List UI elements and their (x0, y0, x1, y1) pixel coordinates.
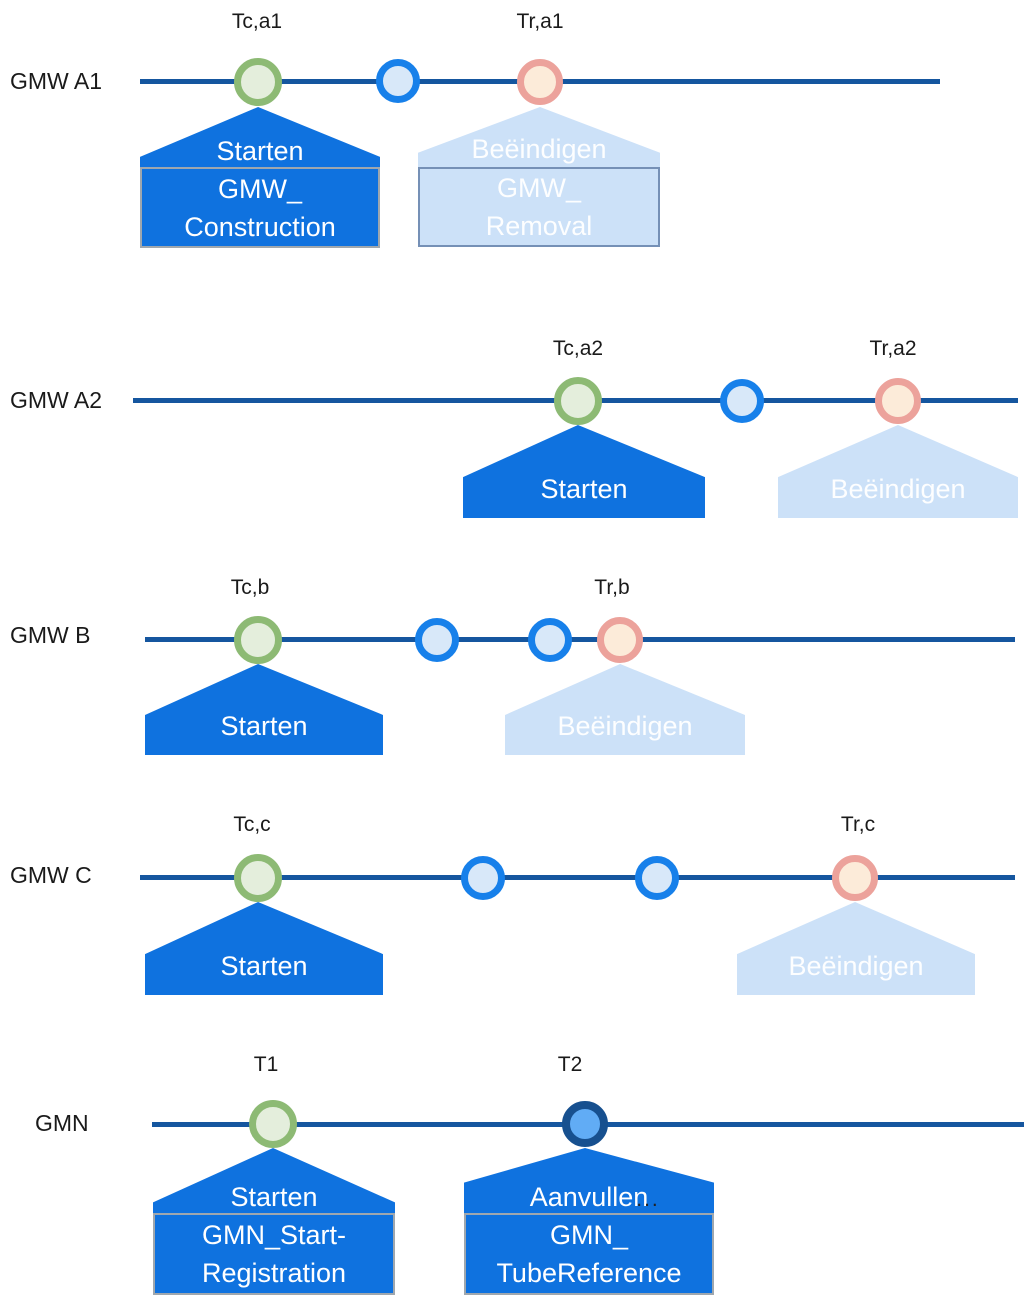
tick-label-tc-a1: Tc,a1 (231, 10, 283, 33)
starten-banner-gmn: Starten (153, 1148, 395, 1216)
ellipsis-label: ... (636, 1188, 660, 1211)
banner-title: Beëindigen (471, 134, 607, 164)
tick-label-tr-b: Tr,b (594, 576, 630, 599)
banner-title: Starten (216, 136, 304, 166)
box-line: GMW_ (497, 173, 581, 203)
construction-event-marker (554, 377, 602, 425)
banner-title: Beëindigen (830, 474, 966, 504)
box-line: TubeReference (496, 1258, 682, 1288)
event-box-gmw-removal: GMW_ Removal (418, 167, 660, 247)
removal-event-marker (597, 617, 643, 663)
beeindigen-banner-gmw-b: Beëindigen (505, 664, 745, 755)
construction-event-marker (234, 854, 282, 902)
box-line: Construction (184, 211, 336, 242)
banner-title: Starten (220, 711, 308, 741)
banner-title: Starten (230, 1182, 318, 1212)
banner-title: Beëindigen (557, 711, 693, 741)
intermediate-event-marker (528, 618, 572, 662)
intermediate-event-marker (415, 618, 459, 662)
tick-label-tr-a2: Tr,a2 (869, 337, 917, 360)
intermediate-event-marker (720, 379, 764, 423)
removal-event-marker (832, 855, 878, 901)
tick-label-t1: T1 (253, 1053, 279, 1076)
event-box-gmn-start-registration: GMN_Start- Registration (153, 1213, 395, 1295)
tick-label-t2: T2 (557, 1053, 583, 1076)
beeindigen-banner-gmw-a2: Beëindigen (778, 425, 1018, 518)
tube-reference-event-marker (562, 1101, 608, 1147)
banner-title: Aanvullen (529, 1182, 649, 1212)
banner-title: Starten (540, 474, 628, 504)
box-line: GMN_Start- (201, 1220, 347, 1250)
beeindigen-banner-gmw-c: Beëindigen (737, 902, 975, 995)
box-line: Removal (485, 211, 593, 241)
row-label-gmw-a1: GMW A1 (10, 68, 103, 94)
construction-event-marker (234, 58, 282, 106)
construction-event-marker (249, 1100, 297, 1148)
starten-banner-gmw-a1: Starten (140, 107, 380, 171)
row-label-gmw-a2: GMW A2 (10, 387, 103, 413)
row-label-gmw-c: GMW C (10, 862, 92, 888)
construction-event-marker (234, 616, 282, 664)
event-box-gmw-construction: GMW_ Construction (140, 167, 380, 248)
tick-label-tr-a1: Tr,a1 (516, 10, 564, 33)
box-line: Registration (201, 1258, 347, 1288)
starten-banner-gmw-a2: Starten (463, 425, 705, 518)
tick-label-tr-c: Tr,c (840, 813, 876, 836)
removal-event-marker (875, 378, 921, 424)
timeline-gmw-c (140, 875, 1015, 880)
tick-label-tc-a2: Tc,a2 (552, 337, 604, 360)
row-label-gmw-b: GMW B (10, 622, 91, 648)
banner-title: Starten (220, 951, 308, 981)
starten-banner-gmw-c: Starten (145, 902, 383, 995)
tick-label-tc-b: Tc,b (230, 576, 270, 599)
intermediate-event-marker (635, 856, 679, 900)
row-label-gmn: GMN (35, 1110, 89, 1136)
banner-title: Beëindigen (788, 951, 924, 981)
removal-event-marker (517, 59, 563, 105)
event-box-gmn-tubereference: GMN_ TubeReference (464, 1213, 714, 1295)
intermediate-event-marker (376, 59, 420, 103)
box-line: GMN_ (549, 1220, 628, 1250)
starten-banner-gmw-b: Starten (145, 664, 383, 755)
box-line: GMW_ (218, 173, 302, 204)
intermediate-event-marker (461, 856, 505, 900)
beeindigen-banner-gmw-a1: Beëindigen (418, 107, 660, 168)
timeline-gmw-b (145, 637, 1015, 642)
tick-label-tc-c: Tc,c (233, 813, 271, 836)
